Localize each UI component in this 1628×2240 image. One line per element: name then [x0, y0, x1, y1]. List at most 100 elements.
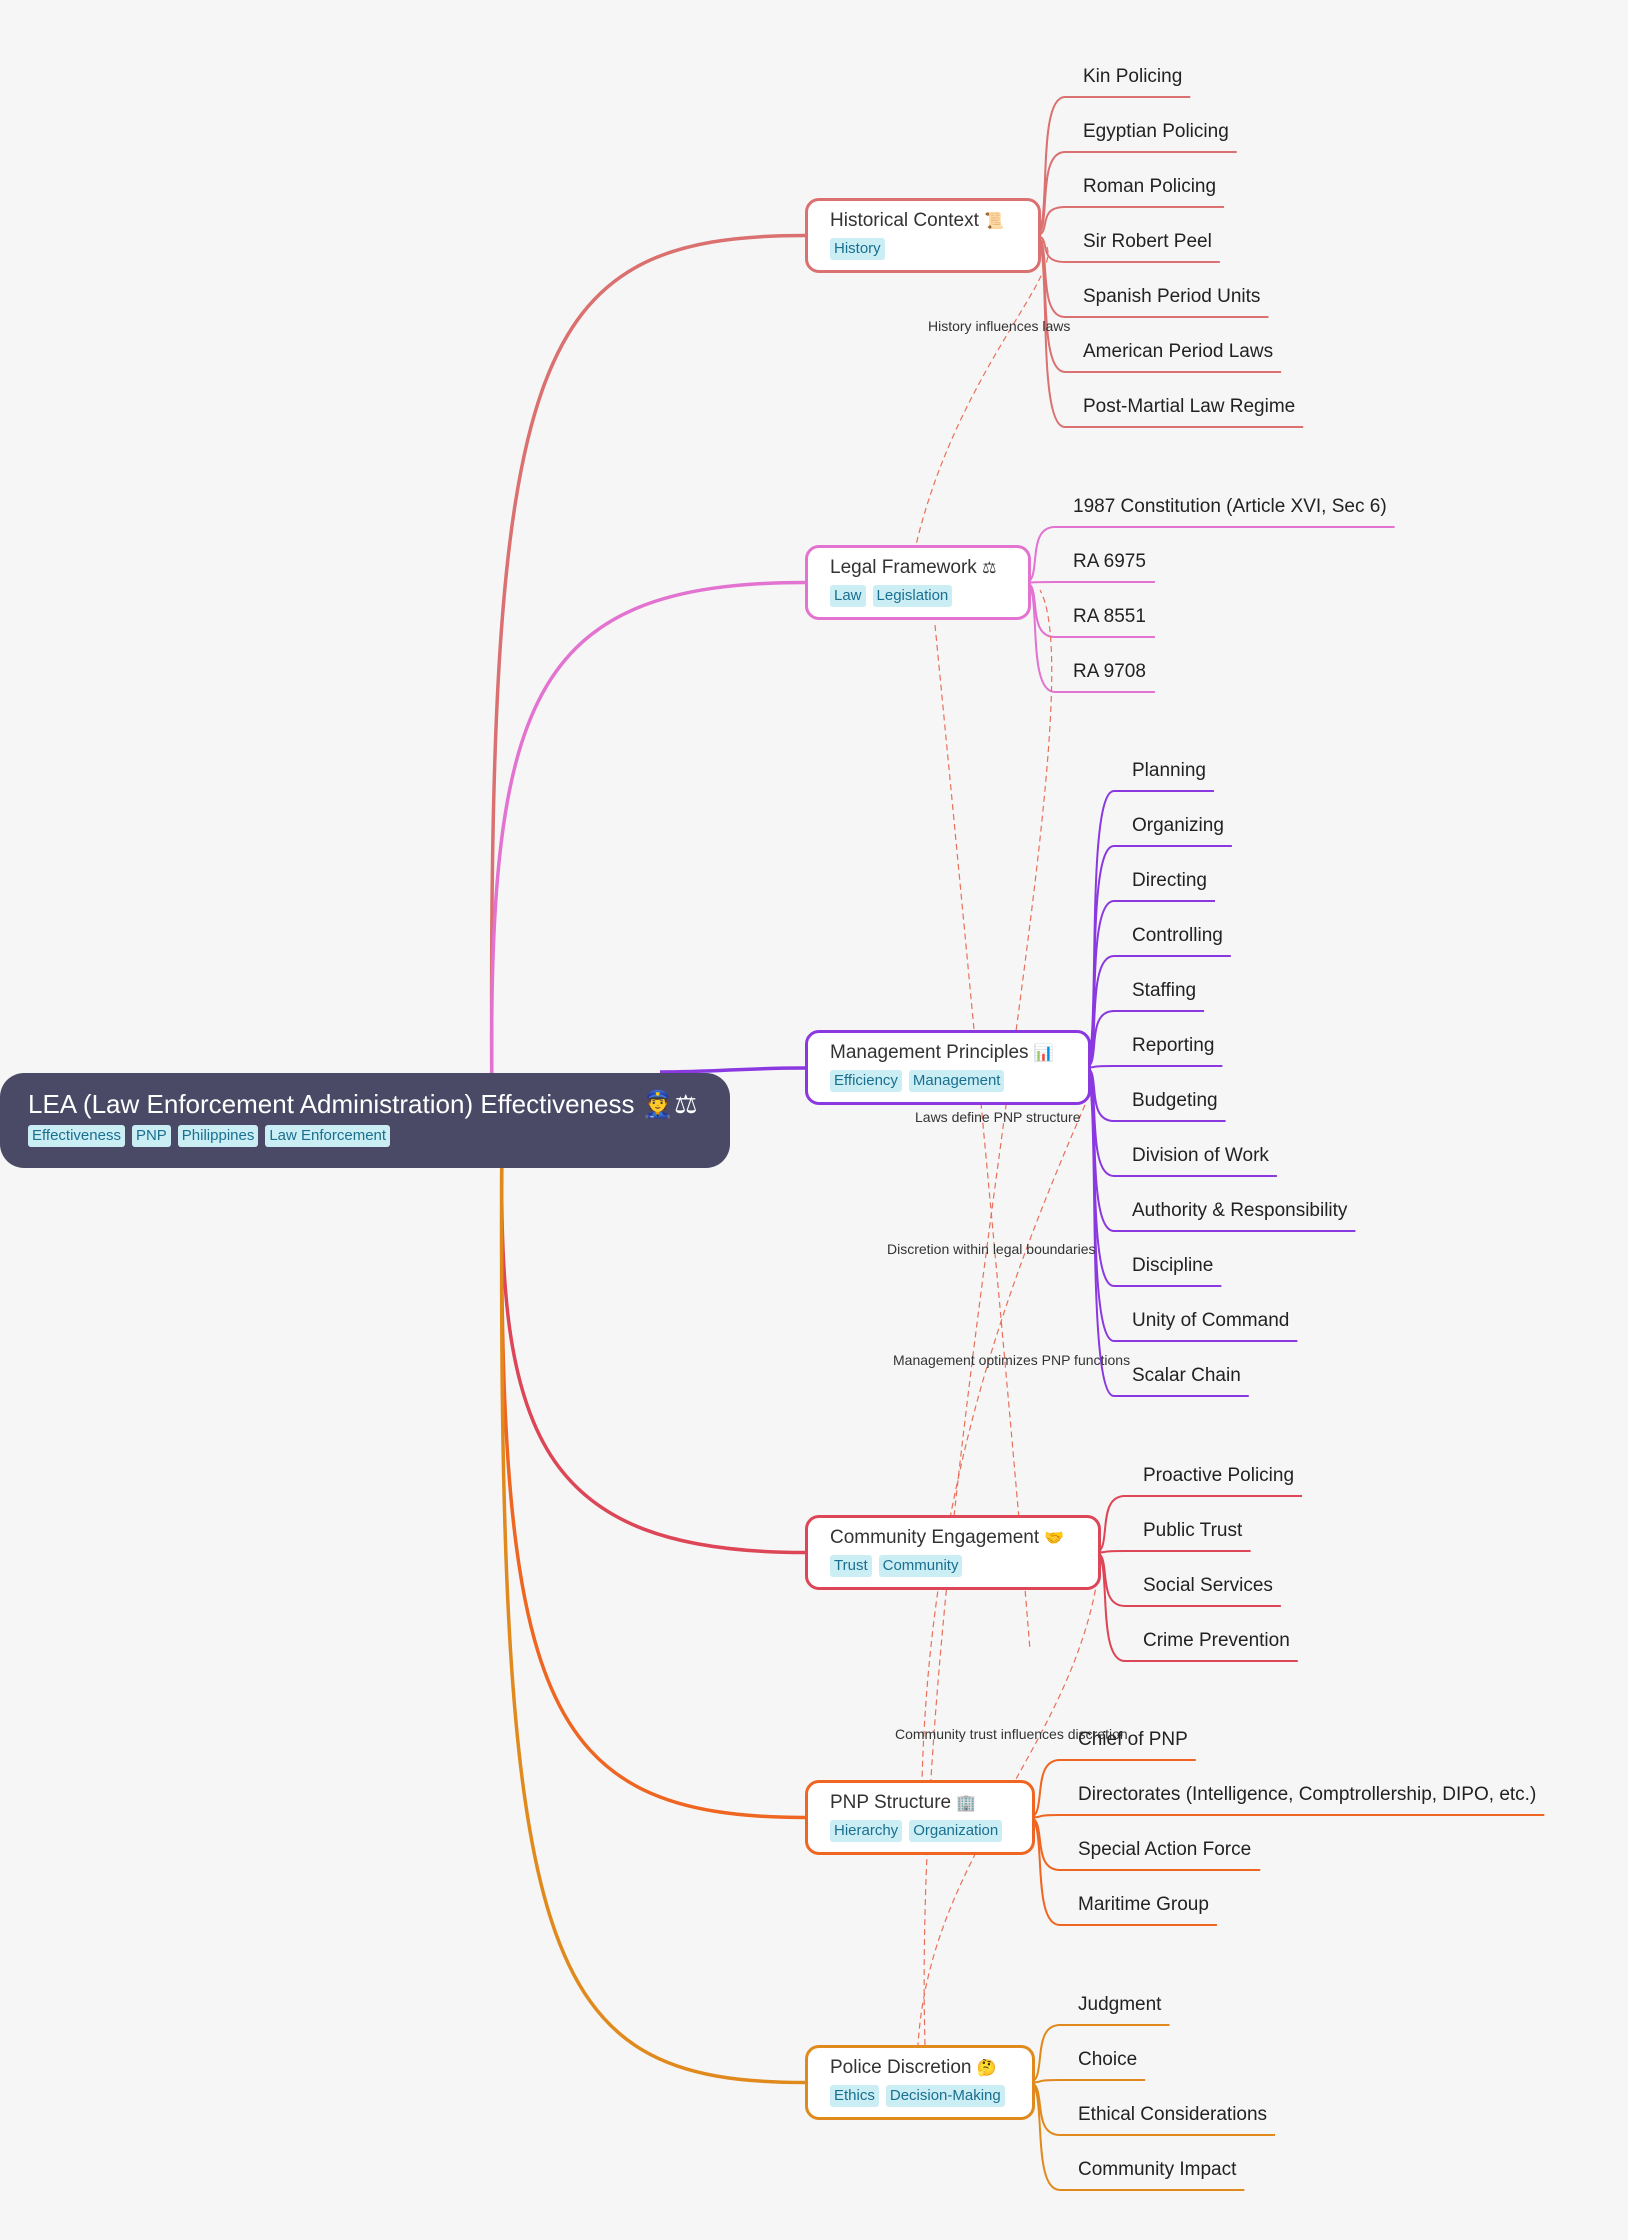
root-branch-connector [489, 233, 806, 1111]
root-tag: Philippines [177, 1125, 259, 1147]
leaf-discretion[interactable]: Judgment [1078, 1994, 1162, 2015]
relation-label: Management optimizes PNP functions [893, 1352, 1131, 1368]
branch-tag: Hierarchy [830, 1820, 903, 1842]
leaf-history[interactable]: Egyptian Policing [1083, 121, 1229, 142]
leaf-history[interactable]: Spanish Period Units [1083, 286, 1261, 307]
leaf-management[interactable]: Planning [1132, 760, 1206, 781]
root-tag: PNP [131, 1125, 171, 1147]
leaf-legal[interactable]: 1987 Constitution (Article XVI, Sec 6) [1073, 496, 1387, 517]
leaf-connector [1024, 581, 1155, 584]
root-title: LEA (Law Enforcement Administration) Eff… [28, 1089, 698, 1119]
branch-title-text: Legal Framework [830, 557, 983, 578]
branch-history[interactable]: Historical Context 📜History [805, 198, 1041, 273]
root-tag: Effectiveness [28, 1125, 125, 1147]
leaf-management[interactable]: Organizing [1132, 815, 1224, 836]
relation-connector [917, 1559, 1101, 2046]
branch-tag: Legislation [872, 585, 953, 607]
branch-tags: Trust Community [830, 1555, 1076, 1577]
branch-tags: History [830, 238, 1016, 260]
leaf-management[interactable]: Division of Work [1132, 1145, 1269, 1166]
branch-tag: Organization [909, 1820, 1003, 1842]
branch-title-text: Police Discretion [830, 2057, 977, 2078]
leaf-management[interactable]: Reporting [1132, 1035, 1215, 1056]
branch-tag: Community [878, 1555, 963, 1577]
leaf-management[interactable]: Unity of Command [1132, 1310, 1290, 1331]
leaf-management[interactable]: Controlling [1132, 925, 1223, 946]
branch-emoji-icon: 🤝 [1044, 1530, 1065, 1547]
leaf-discretion[interactable]: Choice [1078, 2049, 1138, 2070]
relation-label: Laws define PNP structure [915, 1109, 1081, 1125]
root-branch-connector [499, 1139, 806, 2085]
leaf-history[interactable]: American Period Laws [1083, 341, 1274, 362]
branch-tag: Ethics [830, 2085, 879, 2107]
branch-tag: Law [830, 585, 866, 607]
leaf-connector [1094, 1550, 1251, 1554]
leaf-connector [1028, 2079, 1146, 2084]
leaf-community[interactable]: Crime Prevention [1143, 1630, 1290, 1651]
leaf-management[interactable]: Budgeting [1132, 1090, 1218, 1111]
leaf-pnp[interactable]: Chief of PNP [1078, 1729, 1188, 1750]
leaf-pnp[interactable]: Special Action Force [1078, 1839, 1252, 1860]
leaf-pnp[interactable]: Directorates (Intelligence, Comptrollers… [1078, 1784, 1537, 1805]
leaf-management[interactable]: Directing [1132, 870, 1207, 891]
leaf-legal[interactable]: RA 6975 [1073, 551, 1146, 572]
leaf-management[interactable]: Staffing [1132, 980, 1197, 1001]
leaf-community[interactable]: Public Trust [1143, 1520, 1243, 1541]
relation-label: Discretion within legal boundaries [887, 1241, 1096, 1257]
branch-title: Police Discretion 🤔 [830, 2054, 1010, 2083]
branch-title: PNP Structure 🏢 [830, 1789, 1010, 1818]
leaf-management[interactable]: Scalar Chain [1132, 1365, 1241, 1386]
branch-title-text: Community Engagement [830, 1527, 1045, 1548]
branch-tags: Ethics Decision-Making [830, 2085, 1010, 2107]
leaf-community[interactable]: Social Services [1143, 1575, 1273, 1596]
root-branch-connector [489, 580, 806, 1111]
branch-title: Historical Context 📜 [830, 207, 1016, 236]
relation-connector [923, 589, 1053, 2046]
leaf-history[interactable]: Sir Robert Peel [1083, 231, 1212, 252]
relation-connector [921, 1104, 1086, 1781]
leaf-history[interactable]: Kin Policing [1083, 66, 1183, 87]
branch-title: Legal Framework ⚖ [830, 554, 1006, 583]
leaf-connector [1084, 1065, 1223, 1069]
leaf-history[interactable]: Roman Policing [1083, 176, 1217, 197]
leaf-legal[interactable]: RA 8551 [1073, 606, 1146, 627]
leaf-connector [1028, 1814, 1545, 1819]
relation-label: Community trust influences discretion [895, 1726, 1128, 1742]
leaf-pnp[interactable]: Maritime Group [1078, 1894, 1209, 1915]
branch-title-text: PNP Structure [830, 1792, 957, 1813]
branch-tag: Management [908, 1070, 1005, 1092]
branch-title-text: Management Principles [830, 1042, 1034, 1063]
branch-emoji-icon: 🤔 [976, 2060, 997, 2077]
leaf-community[interactable]: Proactive Policing [1143, 1465, 1295, 1486]
leaf-discretion[interactable]: Community Impact [1078, 2159, 1237, 2180]
leaf-history[interactable]: Post-Martial Law Regime [1083, 396, 1296, 417]
root-branch-connector [499, 1139, 806, 1820]
branch-emoji-icon: 🏢 [956, 1795, 977, 1812]
branch-emoji-icon: ⚖ [982, 560, 997, 577]
branch-title: Management Principles 📊 [830, 1039, 1066, 1068]
root-branch-connector [659, 1066, 806, 1074]
branch-tags: Hierarchy Organization [830, 1820, 1010, 1842]
leaf-management[interactable]: Authority & Responsibility [1132, 1200, 1348, 1221]
branch-title-text: Historical Context [830, 210, 985, 231]
root-tags: Effectiveness PNP Philippines Law Enforc… [28, 1125, 702, 1147]
branch-title: Community Engagement 🤝 [830, 1524, 1076, 1553]
branch-emoji-icon: 📜 [984, 213, 1005, 230]
root-node[interactable]: LEA (Law Enforcement Administration) Eff… [0, 1073, 730, 1168]
leaf-management[interactable]: Discipline [1132, 1255, 1214, 1276]
leaf-discretion[interactable]: Ethical Considerations [1078, 2104, 1268, 2125]
branch-tags: Law Legislation [830, 585, 1006, 607]
branch-emoji-icon: 📊 [1033, 1045, 1054, 1062]
leaf-legal[interactable]: RA 9708 [1073, 661, 1146, 682]
branch-tag: Trust [830, 1555, 872, 1577]
relation-connector [915, 239, 1049, 546]
branch-tag: Decision-Making [885, 2085, 1005, 2107]
relation-label: History influences laws [928, 318, 1071, 334]
relation-connector [934, 624, 1031, 1651]
